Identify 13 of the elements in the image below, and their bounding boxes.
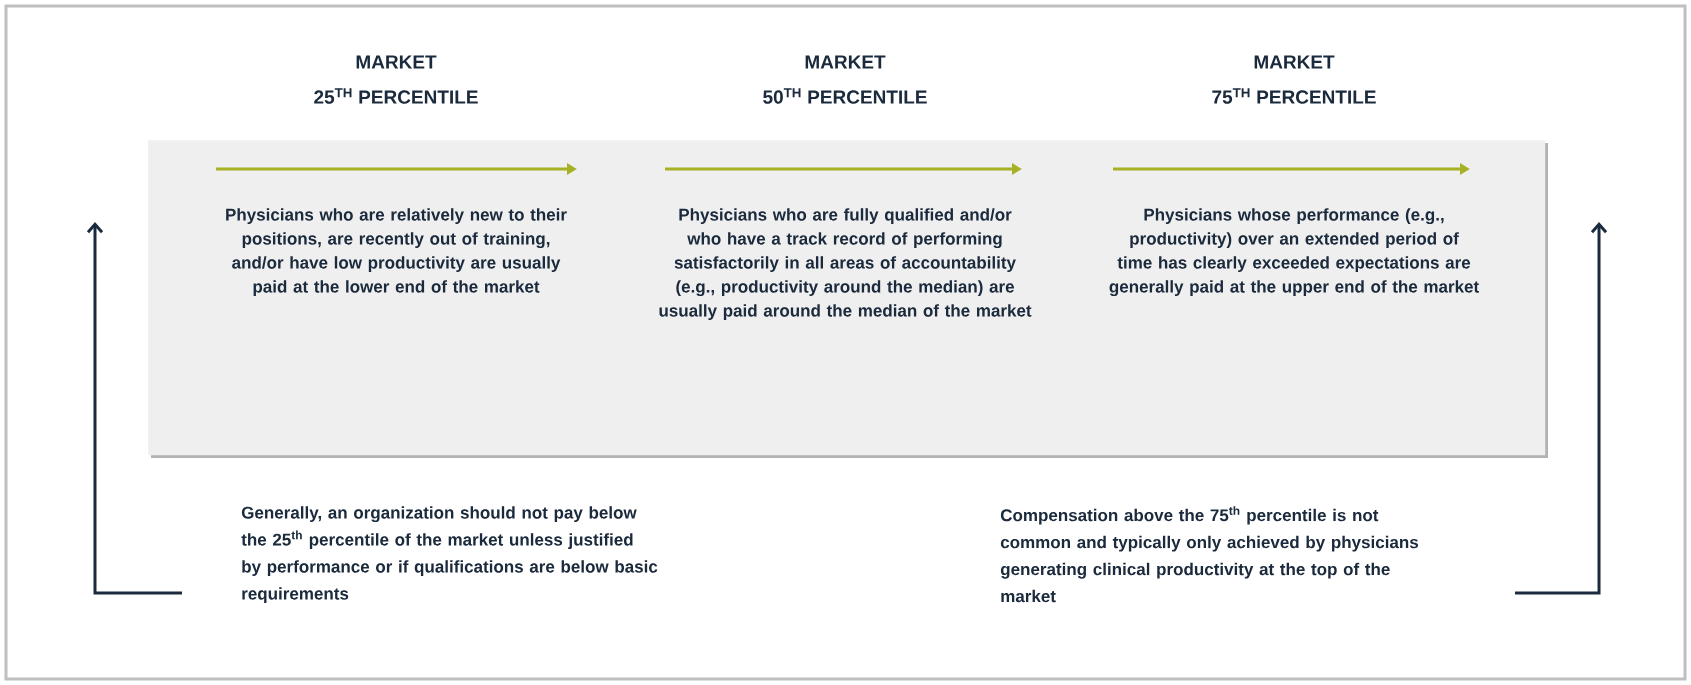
description-text: Physicians whose performance (e.g., productivity) over an extended period of time has clearly exceeded expectations are generally paid at the upper end of the market (1109, 208, 1479, 297)
arrow (86, 222, 182, 595)
column-heading: MARKET (805, 55, 886, 69)
arrow (1515, 222, 1608, 595)
column-heading: MARKET (1254, 55, 1335, 69)
column-heading: 75$^{TH}$ PERCENTILE (1212, 88, 1376, 104)
column-heading: 50$^{TH}$ PERCENTILE (763, 88, 927, 104)
column-heading: MARKET (356, 55, 437, 69)
note-text: Compensation above the 75$^{th}$ percentile is not common and typically only achieved by physicians generating clinical productivity at the top of the market (1000, 506, 1418, 603)
description-text: Physicians who are relatively new to their positions, are recently out of training, and/or have low productivity are usually paid at the lower end of the market (226, 208, 567, 297)
column-heading: 25$^{TH}$ PERCENTILE (314, 88, 478, 104)
note-text: Generally, an organization should not pay below the 25$^{th}$ percentile of the market unless justified by performance or if qualifications are below basic requirements (241, 506, 658, 604)
description-text: Physicians who are fully qualified and/or who have a track record of performing satisfactorily in all areas of accountability (e.g., productivity around the median) are usually paid around the median of the market (659, 208, 1032, 321)
